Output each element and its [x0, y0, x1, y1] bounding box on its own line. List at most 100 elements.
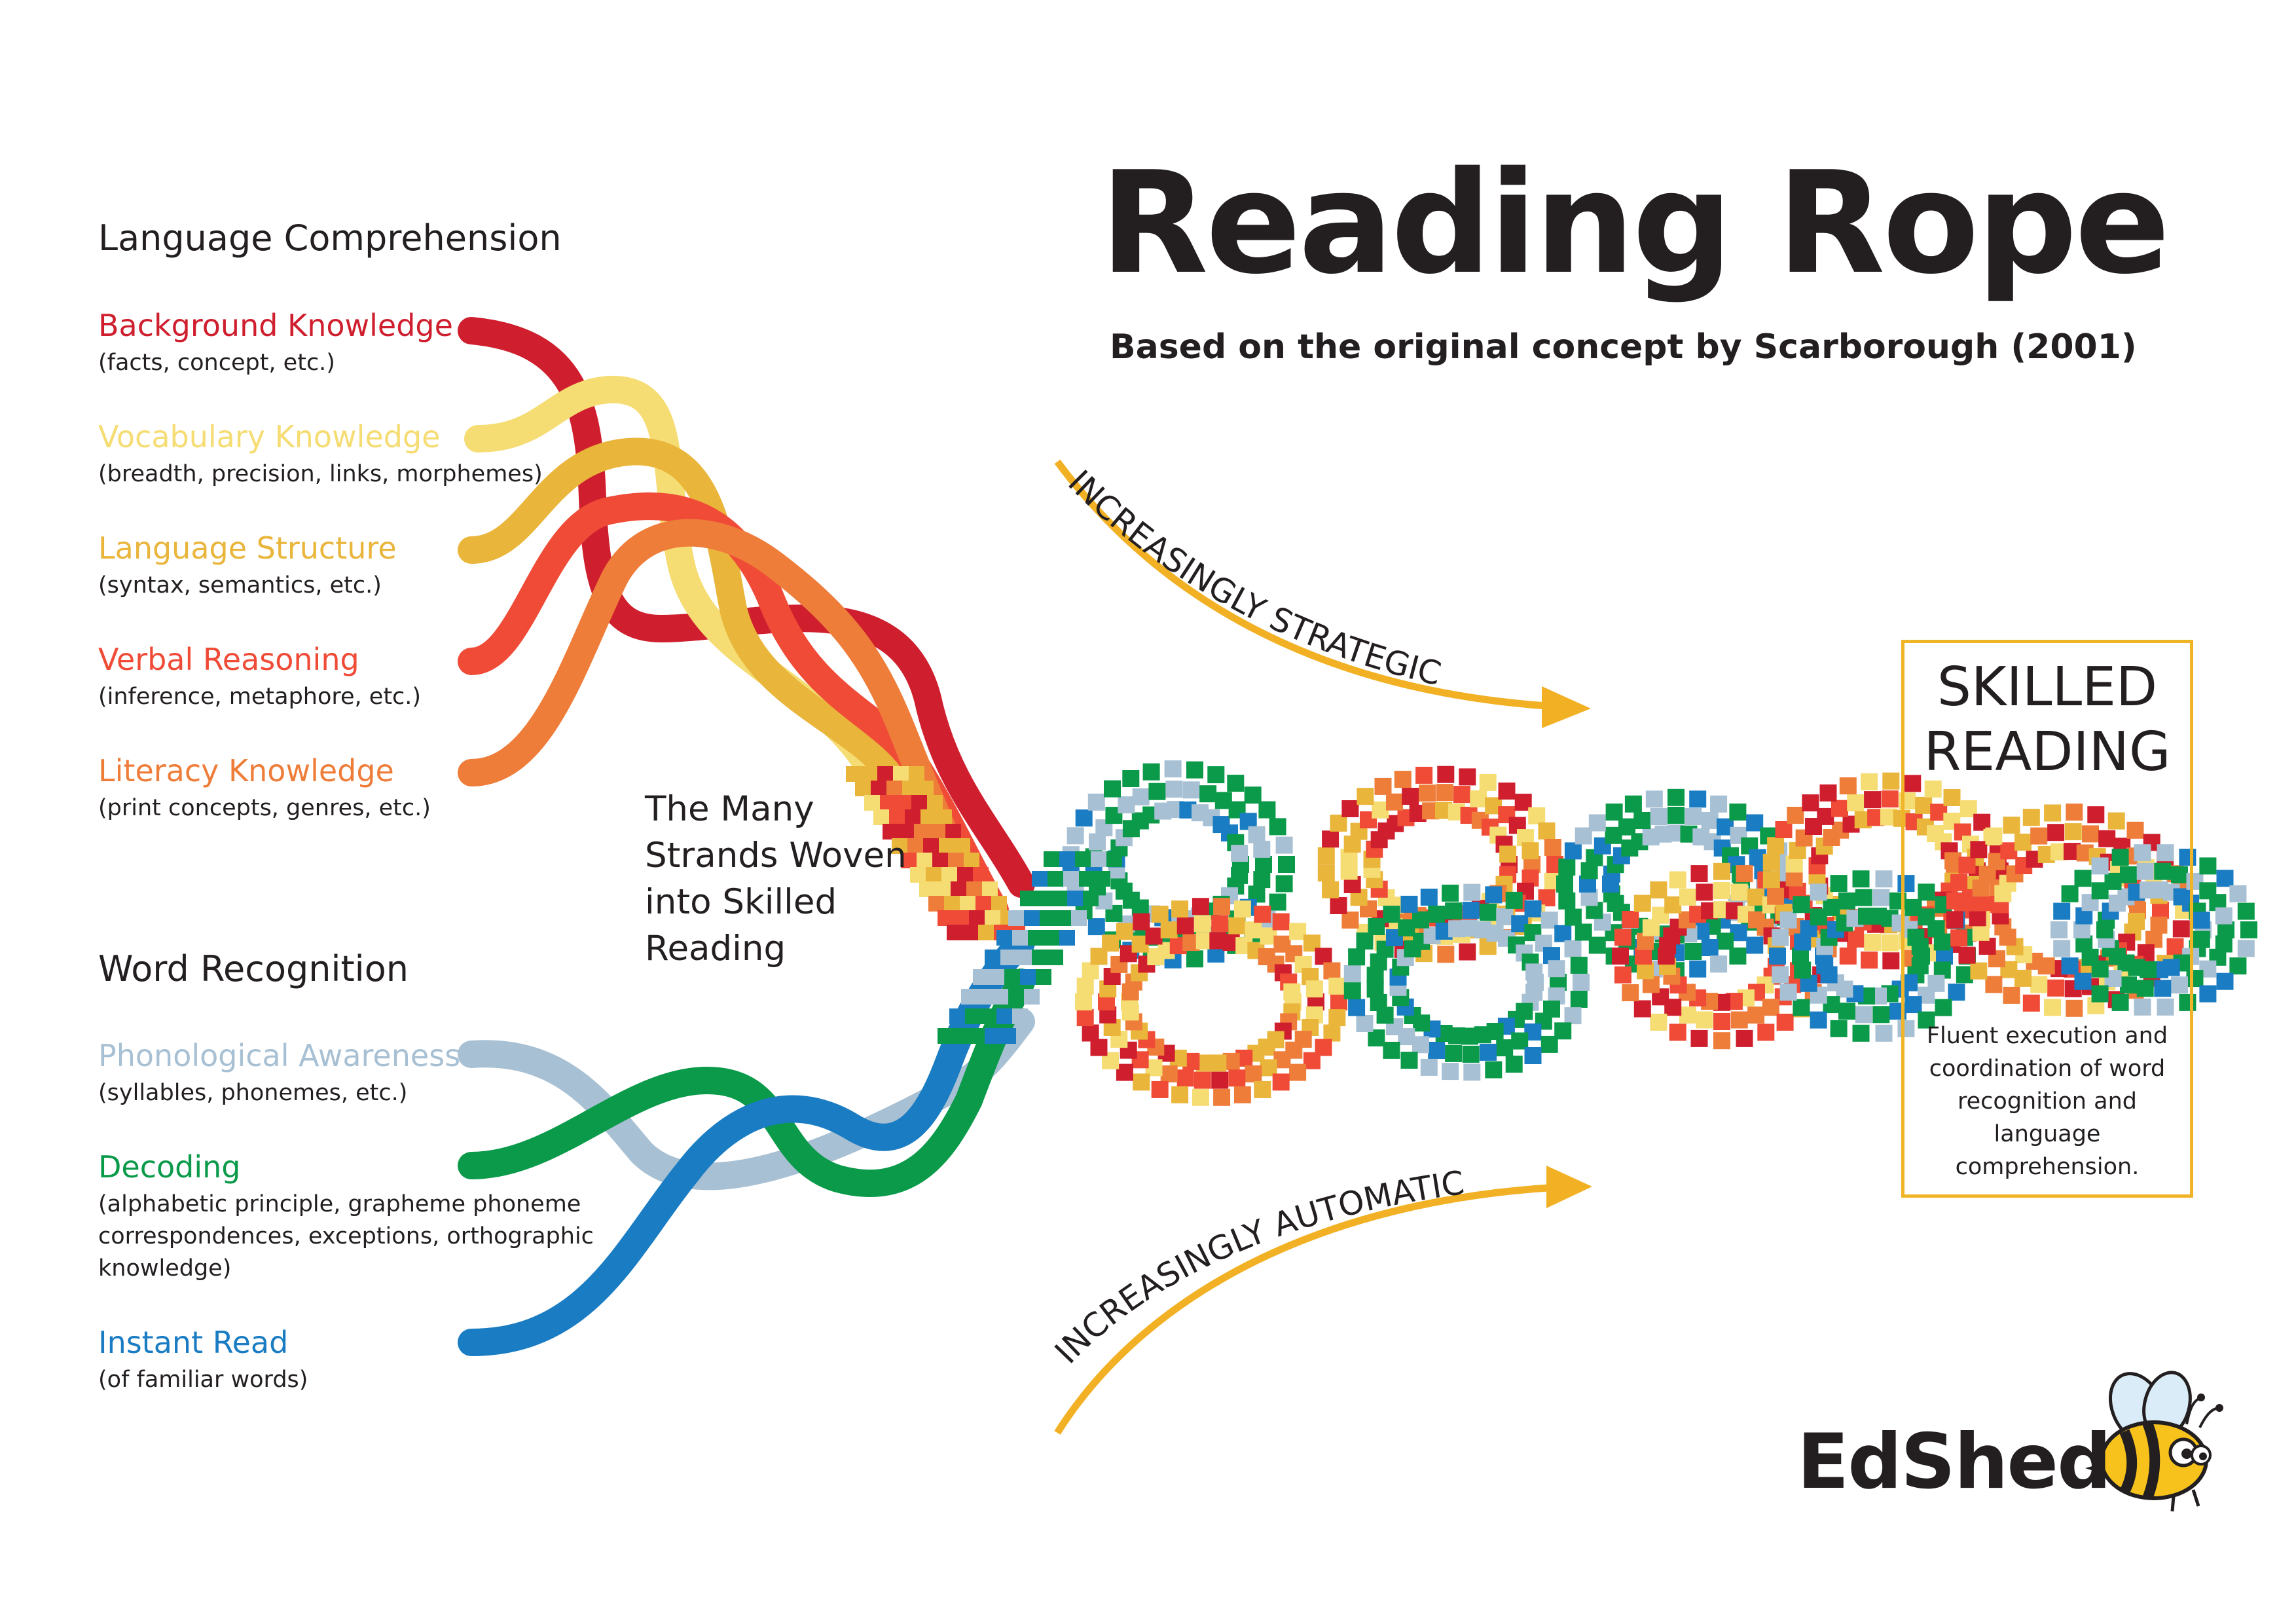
- rope-cell: [1650, 881, 1667, 898]
- rope-cell: [1864, 933, 1882, 951]
- rope-cell: [1160, 1065, 1178, 1082]
- rope-cell: [1186, 761, 1203, 779]
- strand-label-language-structure: Language Structure: [98, 530, 397, 566]
- rope-cell: [1633, 895, 1651, 912]
- page-title: Reading Rope: [1100, 141, 2170, 305]
- rope-cell: [2134, 844, 2151, 862]
- rope-cell: [1323, 1024, 1341, 1042]
- rope-cell: [909, 766, 924, 782]
- rope-cell: [923, 838, 939, 854]
- rope-cell: [1317, 864, 1335, 882]
- strand-desc-verbal-reasoning: (inference, metaphore, etc.): [98, 684, 422, 710]
- rope-cell: [1969, 894, 1986, 912]
- rope-cell: [901, 853, 917, 868]
- strategic-arrow: INCREASINGLY STRATEGIC: [1054, 459, 1591, 728]
- rope-cell: [1772, 966, 1789, 984]
- rope-cell: [2179, 849, 2196, 866]
- rope-cell: [1470, 790, 1487, 807]
- rope-cell: [1570, 991, 1588, 1008]
- rope-cell: [2111, 849, 2129, 866]
- page-subtitle: Based on the original concept by Scarbor…: [1110, 327, 2137, 367]
- rope-cell: [2053, 902, 2071, 920]
- rope-cell: [944, 896, 960, 912]
- rope-cell: [1374, 777, 1392, 795]
- rope-cell: [1116, 1063, 1133, 1081]
- rope-cell: [1383, 906, 1400, 923]
- rope-cell: [1400, 1052, 1418, 1069]
- rope-cell: [927, 795, 943, 811]
- rope-cell: [1254, 906, 1271, 923]
- rope-cell: [2064, 823, 2082, 841]
- rope-cell: [2237, 940, 2255, 957]
- bee-icon: [2085, 1371, 2223, 1512]
- rope-cell: [1958, 857, 1976, 874]
- rope-cell: [1323, 962, 1341, 980]
- rope-cell: [1747, 888, 1765, 906]
- rope-cell: [2216, 870, 2234, 887]
- rope-cell: [996, 1008, 1012, 1024]
- rope-cell: [1253, 871, 1271, 889]
- rope-cell: [1459, 768, 1476, 786]
- rope-cell: [965, 1008, 981, 1024]
- rope-cell: [1090, 1039, 1108, 1056]
- rope-cell: [1525, 963, 1543, 981]
- strategic-arrow-line: [1054, 459, 1569, 711]
- rope-cell: [864, 795, 880, 811]
- strategic-arrow-head: [1542, 686, 1591, 728]
- rope-cell: [1689, 960, 1707, 978]
- rope-loop-4: [1343, 883, 1590, 1081]
- rope-cell: [914, 824, 930, 840]
- rope-cell: [846, 766, 862, 782]
- rope-cell: [1400, 895, 1418, 913]
- rope-cell: [1032, 871, 1048, 887]
- rope-cell: [2053, 940, 2071, 957]
- strands-layer: [458, 317, 1035, 1356]
- rope-cell: [1624, 795, 1642, 813]
- rope-cell: [1499, 845, 1517, 863]
- rope-cell: [2199, 857, 2217, 875]
- rope-cell: [920, 809, 936, 825]
- rope-cell: [1145, 927, 1163, 945]
- rope-cell: [877, 766, 893, 782]
- rope-cell: [1260, 1059, 1277, 1077]
- rope-cell: [2193, 912, 2210, 929]
- rope-cell: [1199, 785, 1217, 803]
- rope-cell: [2061, 957, 2079, 975]
- rope-cell: [2215, 907, 2232, 925]
- rope-cell: [1767, 887, 1785, 905]
- automatic-arrow: INCREASINGLY AUTOMATIC: [1048, 1164, 1592, 1435]
- rope-cell: [1736, 865, 1753, 883]
- rope-cell: [1685, 943, 1702, 960]
- rope-cell: [1024, 910, 1040, 926]
- rope-cell: [930, 824, 945, 840]
- rope-cell: [1044, 930, 1059, 946]
- rope-cell: [977, 989, 993, 1005]
- rope-cell: [1787, 807, 1804, 824]
- rope-cell: [880, 795, 896, 811]
- rope-cell: [928, 896, 944, 912]
- rope-cell: [2014, 969, 2032, 987]
- rope-cell: [1067, 891, 1083, 906]
- strand-label-decoding: Decoding: [98, 1149, 241, 1185]
- rope-cell: [1701, 812, 1719, 829]
- rope-cell: [2003, 986, 2020, 1004]
- rope-cell: [1685, 808, 1702, 825]
- rope-cell: [991, 896, 1007, 912]
- rope-cell: [1244, 786, 1262, 804]
- rope-cell: [2000, 842, 2018, 860]
- rope-cell: [948, 853, 964, 868]
- rope-cell: [1747, 1006, 1765, 1024]
- rope-cell: [1904, 996, 1922, 1014]
- rope-cell: [1272, 1073, 1290, 1091]
- rope-cell: [1419, 784, 1436, 802]
- rope-cell: [935, 881, 951, 897]
- rope-cell: [1614, 966, 1631, 984]
- strand-label-literacy-knowledge: Literacy Knowledge: [98, 753, 394, 788]
- rope-cell: [1076, 1009, 1094, 1027]
- rope-cell: [2050, 921, 2068, 938]
- rope-cell: [1051, 891, 1067, 906]
- rope-cell: [2179, 993, 2196, 1011]
- rope-cell: [1079, 871, 1095, 887]
- rope-cell: [955, 838, 970, 854]
- rope-cell: [2171, 866, 2188, 883]
